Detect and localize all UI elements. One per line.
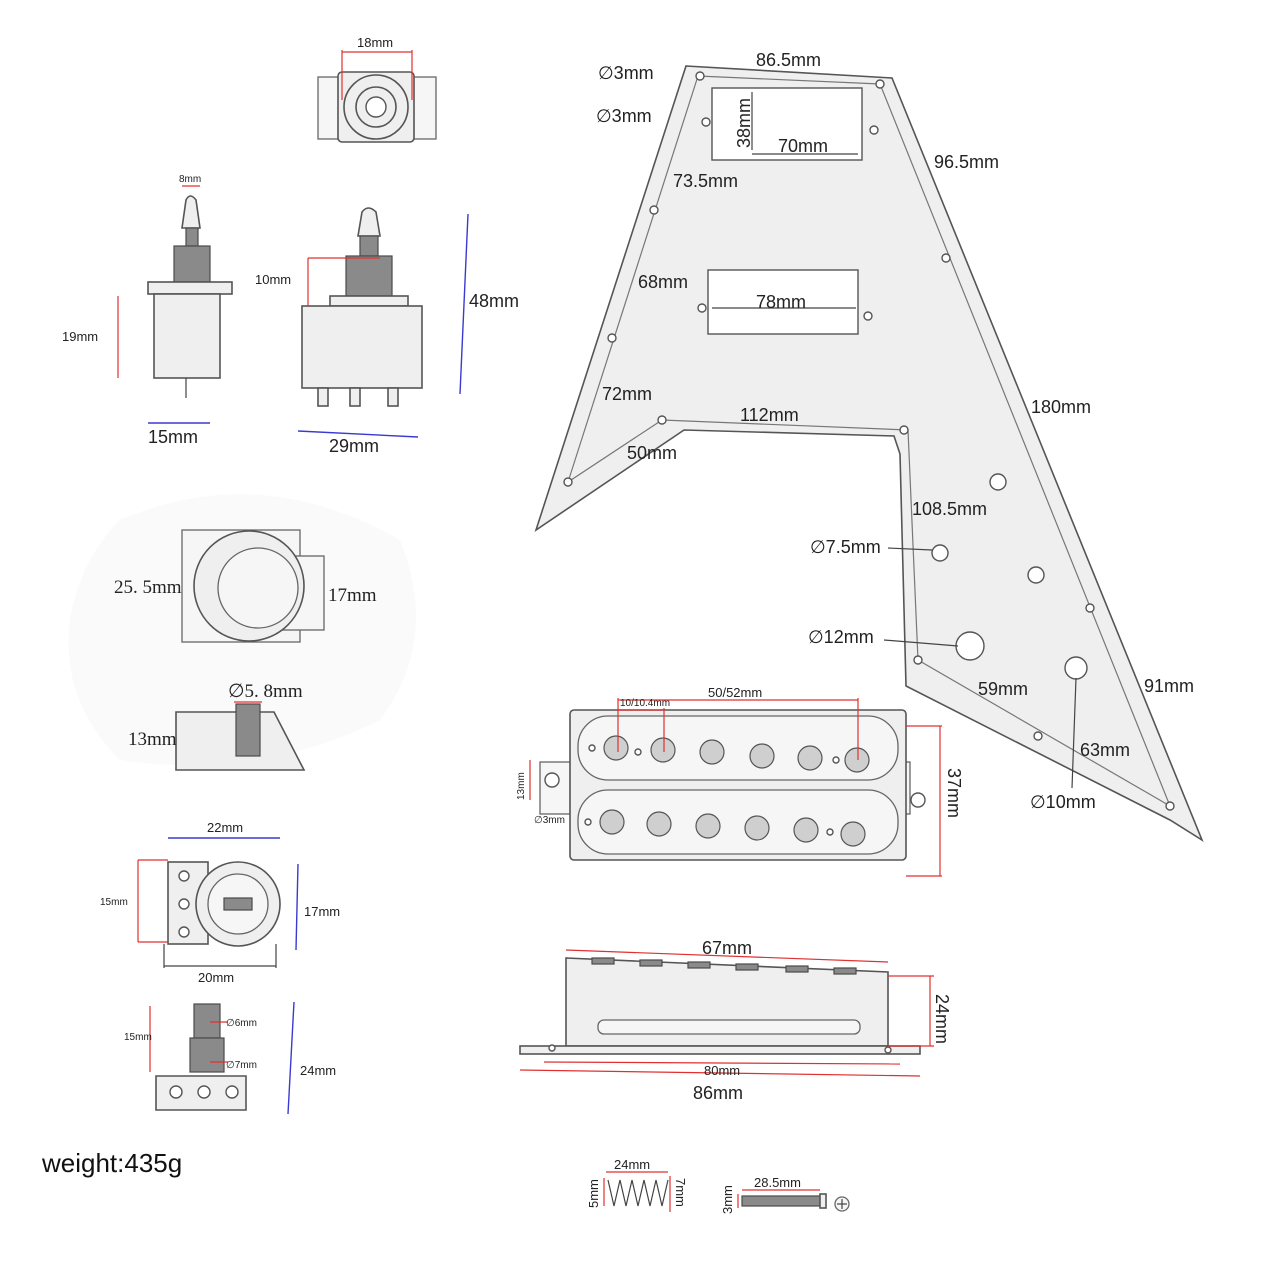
baseplate-height-label: 24mm bbox=[932, 994, 952, 1044]
pickguard-side-left-mid-label: 68mm bbox=[638, 272, 688, 292]
pickguard-screw-hole-1-label: ∅3mm bbox=[598, 63, 654, 83]
screw-length-label: 28.5mm bbox=[754, 1175, 801, 1190]
knob: 25. 5mm 17mm ∅5. 8mm 13mm bbox=[114, 529, 377, 771]
toggle-switch-large: 10mm 48mm 29mm bbox=[255, 207, 519, 456]
pot-top-bottom-width-label: 20mm bbox=[198, 970, 234, 985]
toggle-large-thread-label: 10mm bbox=[255, 272, 291, 287]
pickguard-bottom-inner-label: 59mm bbox=[978, 679, 1028, 699]
baseplate-inner-length-label: 80mm bbox=[704, 1063, 740, 1078]
toggle-small-tip-label: 8mm bbox=[179, 174, 201, 185]
pickup-baseplate: 67mm 24mm 80mm 86mm bbox=[519, 938, 952, 1103]
pickguard-side-right-label: 180mm bbox=[1031, 397, 1091, 417]
jack-plate-width-label: 18mm bbox=[357, 35, 393, 50]
control-hole-2 bbox=[931, 544, 949, 562]
pot-side-view: ∅6mm ∅7mm 15mm 24mm bbox=[124, 1001, 336, 1115]
pickguard-bottom-right-label: 63mm bbox=[1080, 740, 1130, 760]
jack-plate: 18mm bbox=[317, 35, 437, 143]
knob-height-label: 13mm bbox=[128, 729, 177, 750]
neck-pickup-cavity bbox=[711, 87, 863, 161]
pickguard-hole-medium-label: ∅12mm bbox=[808, 627, 874, 647]
control-hole-1 bbox=[989, 473, 1007, 491]
knob-shaft-label: ∅5. 8mm bbox=[228, 681, 303, 702]
humbucker-span-label: 50/52mm bbox=[708, 685, 762, 700]
toggle-small-width-label: 15mm bbox=[148, 427, 198, 447]
pickguard-screw-hole-2-label: ∅3mm bbox=[596, 106, 652, 126]
bridge-pickup-cavity bbox=[707, 269, 859, 335]
pickguard-top-width-label: 86.5mm bbox=[756, 50, 821, 70]
pot-top-height-label: 17mm bbox=[304, 904, 340, 919]
knob-inner-label: 17mm bbox=[328, 585, 377, 606]
pickguard-outline bbox=[534, 65, 1204, 842]
pickguard: ∅3mm ∅3mm 86.5mm 38mm 70mm 96.5mm 73.5mm… bbox=[534, 50, 1204, 842]
pickguard-inner-right-label: 108.5mm bbox=[912, 499, 987, 519]
pickguard-side-right-lower-label: 91mm bbox=[1144, 676, 1194, 696]
screw-diameter-label: 3mm bbox=[720, 1185, 735, 1214]
pot-top-width-label: 22mm bbox=[207, 820, 243, 835]
pickguard-side-right-upper-label: 96.5mm bbox=[934, 152, 999, 172]
toggle-small-height-label: 19mm bbox=[62, 329, 98, 344]
pickguard-inner-top-label: 112mm bbox=[740, 405, 799, 425]
pickguard-inner-left-label: 50mm bbox=[627, 443, 677, 463]
humbucker-tab-height-label: 13mm bbox=[516, 772, 527, 800]
pot-side-shaft-upper-label: ∅6mm bbox=[226, 1018, 257, 1029]
pot-side-height-label: 24mm bbox=[300, 1063, 336, 1078]
toggle-large-width-label: 29mm bbox=[329, 436, 379, 456]
weight-label: weight:435g bbox=[41, 1148, 182, 1178]
humbucker-tab-hole-label: ∅3mm bbox=[534, 815, 565, 826]
pickguard-neck-cavity-height-label: 38mm bbox=[734, 98, 754, 148]
baseplate-top-length-label: 67mm bbox=[702, 938, 752, 958]
toggle-switch-small: 8mm 19mm 15mm bbox=[62, 174, 233, 447]
baseplate-total-length-label: 86mm bbox=[693, 1083, 743, 1103]
pickguard-side-left-upper-label: 73.5mm bbox=[673, 171, 738, 191]
pickguard-inner-route bbox=[566, 75, 1172, 808]
pot-top-side-label: 15mm bbox=[100, 897, 128, 908]
pickguard-hole-large-label: ∅10mm bbox=[1030, 792, 1096, 812]
humbucker-pole-spacing-label: 10/10.4mm bbox=[620, 698, 670, 709]
screw: 28.5mm 3mm bbox=[720, 1175, 850, 1214]
control-hole-4 bbox=[955, 631, 985, 661]
pot-top-view: 22mm 15mm 17mm 20mm bbox=[100, 820, 340, 985]
toggle-large-height-label: 48mm bbox=[469, 291, 519, 311]
control-hole-5 bbox=[1064, 656, 1088, 680]
control-hole-3 bbox=[1027, 566, 1045, 584]
pickguard-side-left-lower-label: 72mm bbox=[602, 384, 652, 404]
pickguard-neck-cavity-width-label: 70mm bbox=[778, 136, 828, 156]
spring-inner-label: 7mm bbox=[673, 1178, 688, 1207]
spring-outer-label: 5mm bbox=[586, 1179, 601, 1208]
pickguard-bridge-cavity-width-label: 78mm bbox=[756, 292, 806, 312]
humbucker-pickup: 10/10.4mm 50/52mm 13mm ∅3mm 37mm bbox=[516, 685, 964, 877]
knob-diameter-label: 25. 5mm bbox=[114, 577, 182, 598]
spring: 24mm 5mm 7mm bbox=[586, 1157, 688, 1212]
pickguard-hole-small-label: ∅7.5mm bbox=[810, 537, 881, 557]
humbucker-height-label: 37mm bbox=[944, 768, 964, 818]
pot-side-shaft-lower-label: ∅7mm bbox=[226, 1060, 257, 1071]
pot-side-shaft-len-label: 15mm bbox=[124, 1032, 152, 1043]
spring-length-label: 24mm bbox=[614, 1157, 650, 1172]
